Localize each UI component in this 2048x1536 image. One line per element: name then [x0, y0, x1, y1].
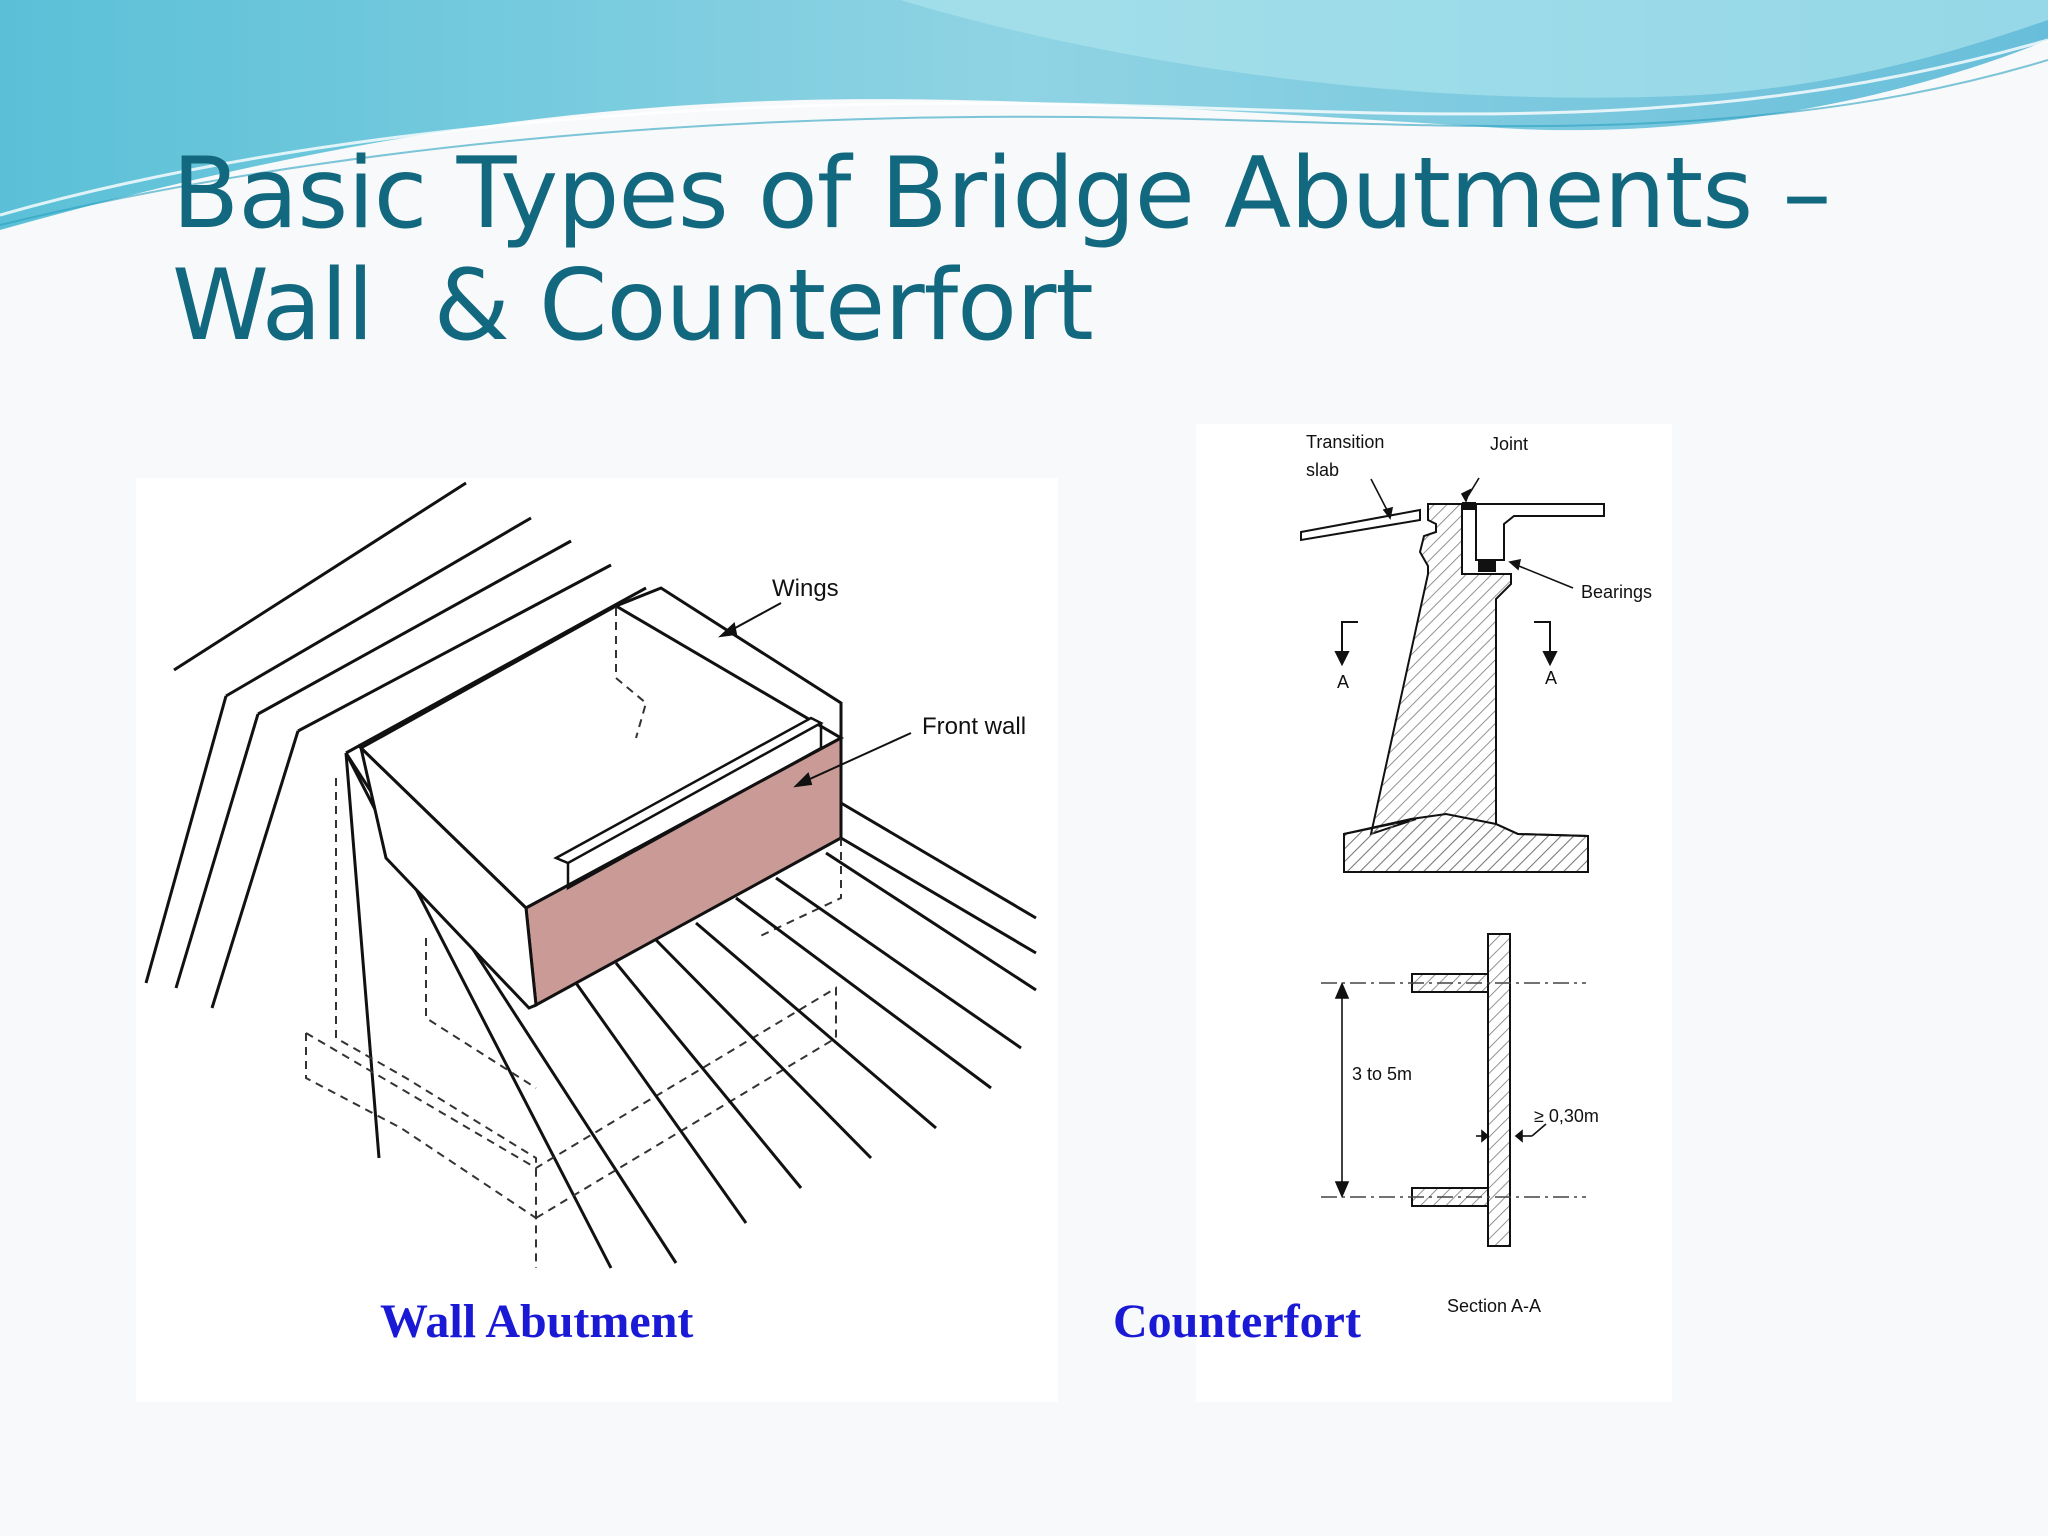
- spacing-dimension-label: 3 to 5m: [1352, 1064, 1412, 1084]
- counterfort-drawing: A A Transition slab Joint Bearings: [1300, 432, 1652, 1316]
- thickness-dimension-label: ≥ 0,30m: [1534, 1106, 1599, 1126]
- front-wall-label: Front wall: [922, 713, 1026, 740]
- header-wave-decoration: [0, 0, 2048, 230]
- slide-title: Basic Types of Bridge Abutments – Wall &…: [172, 137, 1831, 363]
- joint-label: Joint: [1490, 434, 1528, 454]
- section-a-a-label: Section A-A: [1447, 1296, 1541, 1316]
- transition-slab-label-line2: slab: [1306, 460, 1339, 480]
- joint-block: [1462, 502, 1476, 510]
- slide-title-line-1: Basic Types of Bridge Abutments –: [172, 137, 1831, 251]
- slide-title-line-2: Wall & Counterfort: [172, 249, 1094, 363]
- section-a-right-label: A: [1545, 668, 1557, 688]
- section-a-left-label: A: [1337, 672, 1349, 692]
- wall-abutment-drawing: Wings Front wall: [144, 481, 1037, 1269]
- counterfort-caption: Counterfort: [1113, 1295, 1361, 1348]
- counterfort-figure-panel: A A Transition slab Joint Bearings: [1196, 424, 1672, 1402]
- wall-abutment-figure-panel: Wings Front wall: [136, 478, 1058, 1402]
- wings-label: Wings: [772, 575, 839, 602]
- wall-abutment-caption: Wall Abutment: [380, 1295, 694, 1348]
- transition-slab-label-line1: Transition: [1306, 432, 1384, 452]
- bearing-block: [1478, 560, 1496, 572]
- bearings-label: Bearings: [1581, 582, 1652, 602]
